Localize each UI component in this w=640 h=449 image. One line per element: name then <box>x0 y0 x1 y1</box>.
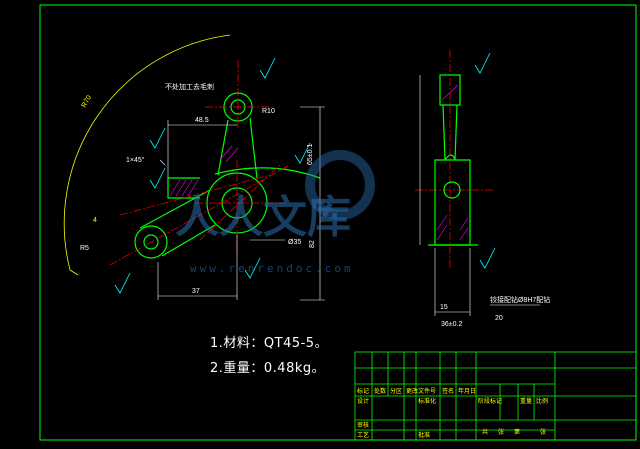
tb-process: 工艺 <box>357 431 369 439</box>
watermark-logo <box>305 150 375 220</box>
tb-change-no: 更改文件号 <box>406 387 436 395</box>
dim-15: 15 <box>440 304 448 311</box>
outer-frame <box>39 4 637 441</box>
dim-65: 65±0.1 <box>307 144 314 165</box>
side-view <box>428 74 478 246</box>
watermark-text: 人人文库 <box>175 192 351 243</box>
label-no-machining: 不处加工去毛刺 <box>165 82 214 91</box>
tb-signature: 签名 <box>442 387 454 395</box>
tb-date: 年月日 <box>458 387 476 395</box>
tb-count: 处数 <box>374 387 386 395</box>
dim-82: 82 <box>309 240 316 248</box>
side-top-boss <box>439 74 461 106</box>
tb-zone: 分区 <box>390 387 402 395</box>
dim-20: 20 <box>495 315 503 322</box>
tb-design: 设计 <box>357 397 369 405</box>
dim-37: 37 <box>192 288 200 295</box>
left-boss-inner <box>143 234 159 250</box>
side-hub <box>434 159 471 246</box>
dimension-lines <box>157 106 325 301</box>
tb-approve: 批准 <box>418 431 430 439</box>
watermark: 人人文库 www.renrendoc.com <box>175 150 375 275</box>
dim-r5: R5 <box>80 245 89 252</box>
side-dimension-lines <box>419 75 540 316</box>
dim-35: Ø35 <box>288 239 301 246</box>
arc-end-line <box>69 269 79 276</box>
dim-36-2: 36±0.2 <box>441 321 462 328</box>
label-fit-note: 铰接配钻Ø8H7配钻 <box>490 295 550 304</box>
note-material: 1.材料：QT45-5。 <box>210 336 328 351</box>
lower-arm <box>139 189 216 257</box>
label-chamfer: 1×45° <box>126 156 145 164</box>
section-hatch <box>169 145 239 197</box>
title-block <box>354 351 637 441</box>
left-boss-outer <box>134 225 168 259</box>
swing-arc <box>63 34 231 271</box>
tb-standard: 标准化 <box>418 397 436 405</box>
dim-r10: R10 <box>262 108 275 115</box>
side-hatch <box>436 84 469 241</box>
watermark-url: www.renrendoc.com <box>190 262 354 275</box>
tb-no: 第 <box>514 428 520 436</box>
cap-arc <box>214 167 321 179</box>
roughness-symbols <box>114 52 496 294</box>
side-hub-hole <box>443 181 461 199</box>
dim-4: 4 <box>93 217 97 224</box>
dim-r70: R70 <box>81 94 94 109</box>
title-block-text: 标记 处数 分区 更改文件号 签名 年月日 设计 标准化 审核 工艺 批准 阶段… <box>357 387 548 439</box>
tb-weight: 重量 <box>520 397 532 405</box>
side-rib <box>444 154 456 161</box>
note-weight: 2.重量：0.48kg。 <box>210 360 325 376</box>
side-neck <box>442 104 458 161</box>
tb-mark: 标记 <box>357 387 369 395</box>
tb-stage: 阶段标记 <box>478 397 502 405</box>
tb-sheet2: 张 <box>540 428 546 436</box>
tb-total: 共 <box>482 428 488 436</box>
tb-review: 审核 <box>357 421 369 429</box>
dim-48-5: 48.5 <box>195 117 209 124</box>
tb-scale: 比例 <box>536 397 548 405</box>
tb-sheet1: 张 <box>498 428 504 436</box>
